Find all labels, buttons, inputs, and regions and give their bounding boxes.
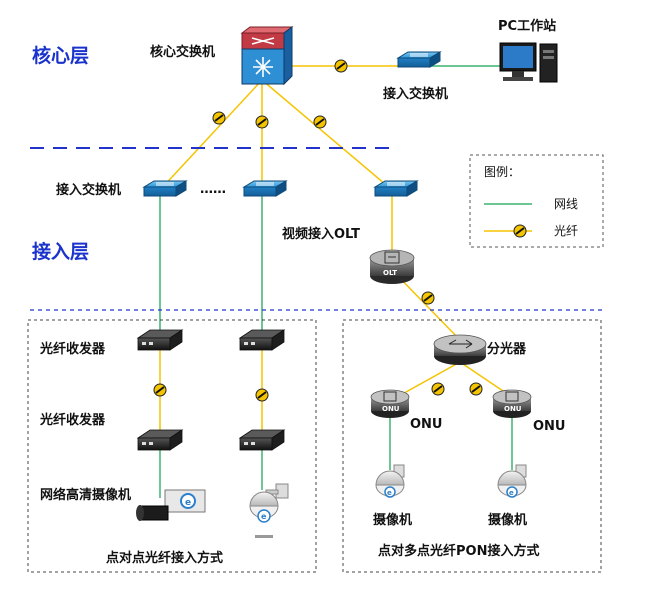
fiber-marker-icon <box>255 115 269 129</box>
dome-camera-icon: e <box>249 483 289 538</box>
ellipsis-label: …… <box>200 182 226 197</box>
onu-left-device-label: ONU <box>382 405 400 413</box>
olt-icon: OLT <box>369 249 415 284</box>
fiber-lines <box>159 65 513 433</box>
fiber-core-to-olt-switch <box>261 79 393 191</box>
hd-camera-label: 网络高清摄像机 <box>40 487 131 503</box>
svg-text:e: e <box>185 498 191 508</box>
legend-title: 图例： <box>484 165 520 179</box>
fiber-marker-icon <box>153 383 167 397</box>
svg-text:e: e <box>387 489 392 497</box>
onu-right-label: ONU <box>533 419 566 434</box>
fiber-splitter-to-onu-left <box>396 361 461 398</box>
core-switch-icon <box>240 26 294 86</box>
camera-left-label: 摄像机 <box>373 512 412 528</box>
fiber-marker-icon <box>334 59 348 73</box>
fiber-marker-icon <box>313 115 327 129</box>
onu-left-label: ONU <box>410 417 443 432</box>
svg-text:e: e <box>261 512 267 521</box>
access-layer-label: 接入层 <box>32 241 89 263</box>
network-cable-lines <box>159 65 513 498</box>
legend-cable-label: 网线 <box>554 197 578 211</box>
p2p-section-title: 点对点光纤接入方式 <box>106 550 223 566</box>
video-olt-label: 视频接入OLT <box>282 226 360 242</box>
fiber-marker-icon <box>421 291 435 305</box>
splitter-label: 分光器 <box>487 341 527 357</box>
access-switch-left-label: 接入交换机 <box>56 182 121 198</box>
core-switch-label: 核心交换机 <box>150 44 215 60</box>
olt-device-label: OLT <box>383 269 397 277</box>
pc-workstation-label: PC工作站 <box>498 18 556 34</box>
legend-fiber-label: 光纤 <box>554 224 578 238</box>
onu-right-device-label: ONU <box>504 405 522 413</box>
hd-box-camera-icon: e <box>136 489 206 521</box>
fiber-transceiver-icon <box>238 429 286 451</box>
svg-text:e: e <box>509 489 514 497</box>
access-switch-olt-icon <box>373 180 419 197</box>
fiber-transceiver-label-1: 光纤收发器 <box>39 341 106 357</box>
dome-camera-right-icon: e <box>497 464 527 498</box>
core-layer-label: 核心层 <box>32 44 89 67</box>
legend-fiber-marker-icon <box>513 224 527 238</box>
splitter-icon <box>433 334 487 365</box>
dome-camera-left-icon: e <box>375 464 405 498</box>
fiber-marker-icon <box>469 382 483 396</box>
fiber-transceiver-icon <box>136 429 184 451</box>
pon-section-title: 点对多点光纤PON接入方式 <box>378 543 539 559</box>
access-switch-mid-icon <box>242 180 288 197</box>
onu-right-icon: ONU <box>492 389 532 418</box>
camera-right-label: 摄像机 <box>488 512 527 528</box>
fiber-marker-icon <box>431 382 445 396</box>
pon-section-box <box>342 319 602 573</box>
pc-workstation-icon <box>499 42 558 83</box>
access-switch-top-label: 接入交换机 <box>383 86 448 102</box>
fiber-markers <box>153 59 483 402</box>
fiber-marker-icon <box>255 388 269 402</box>
fiber-transceiver-icon <box>238 329 286 351</box>
p2p-section-box <box>27 319 317 573</box>
fiber-marker-icon <box>212 111 226 125</box>
fiber-transceiver-icon <box>136 329 184 351</box>
access-switch-top-icon <box>396 51 442 68</box>
access-switch-left-icon <box>142 180 188 197</box>
fiber-core-to-access-left <box>159 79 263 191</box>
onu-left-icon: ONU <box>370 389 410 418</box>
fiber-transceiver-label-2: 光纤收发器 <box>39 412 106 428</box>
